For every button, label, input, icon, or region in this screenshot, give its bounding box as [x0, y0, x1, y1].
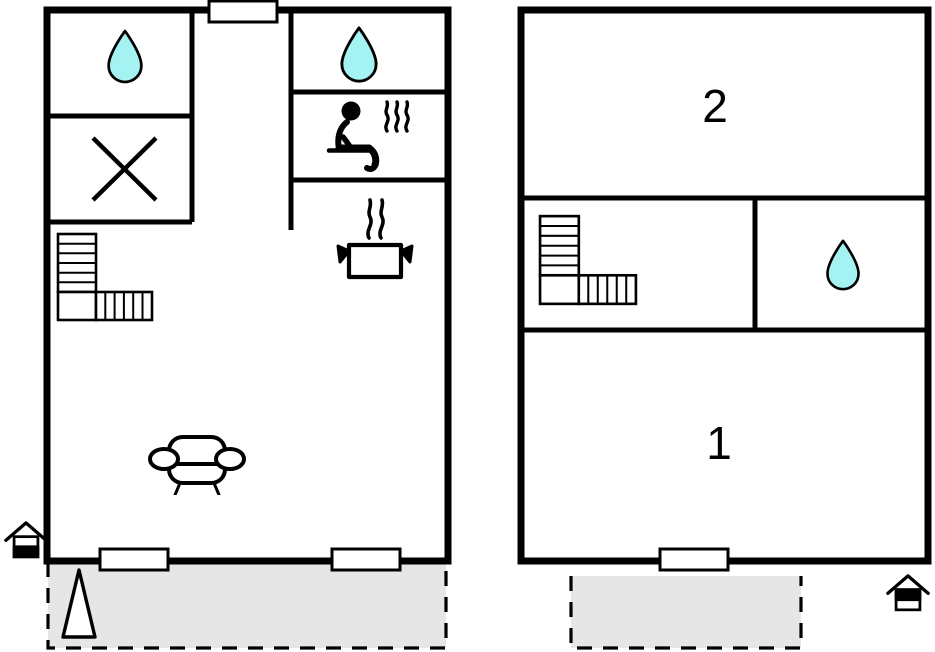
flagpole-icon — [61, 568, 97, 639]
window-ground-bottom-right — [330, 547, 402, 572]
ground-floor-outer-wall — [43, 6, 452, 565]
window-first-bottom — [658, 547, 730, 572]
terrace-first — [571, 576, 801, 648]
entrance-house-icon — [4, 521, 48, 559]
entrance-house-icon — [886, 574, 930, 612]
terrace-ground — [48, 562, 446, 648]
window-ground-top — [207, 0, 279, 24]
first-floor-plan: 2 1 — [517, 6, 932, 650]
cross-icon — [91, 136, 158, 202]
ground-floor-plan — [4, 0, 452, 650]
room-number-1: 1 — [706, 417, 732, 469]
window-ground-bottom-left — [98, 547, 170, 572]
room-number-2: 2 — [702, 80, 728, 132]
terrace-first-dashed-outline — [569, 576, 803, 650]
terrace-ground-dashed-outline — [46, 562, 448, 650]
